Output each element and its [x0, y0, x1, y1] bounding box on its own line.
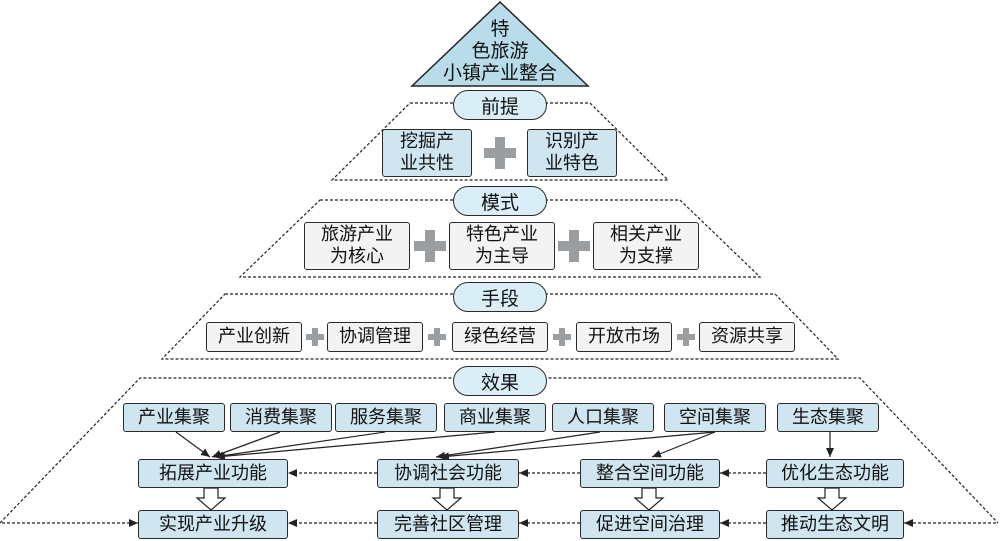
tier-means [160, 293, 840, 360]
mode-item-2-line-1: 特色产业 [466, 224, 538, 245]
agglomeration-arrows [175, 431, 834, 461]
means-label: 手段 [453, 282, 547, 312]
function-box: 优化生态功能 [766, 459, 904, 488]
mode-item-1-line-1: 旅游产业 [321, 224, 393, 245]
means-item-2: 协调管理 [327, 322, 423, 352]
agglomeration-box: 人口集聚 [552, 403, 654, 432]
agglomeration-box: 生态集聚 [777, 403, 879, 432]
agglomeration-box: 消费集聚 [230, 403, 332, 432]
apex-line-2: 色旅游 [471, 40, 529, 62]
premise-item-1-line-2: 业共性 [400, 153, 454, 174]
down-block-arrows [195, 487, 848, 511]
premise-item-2: 识别产 业特色 [527, 129, 617, 177]
means-item-5: 资源共享 [699, 322, 795, 352]
mode-item-2: 特色产业 为主导 [449, 222, 555, 270]
mode-item-3-line-1: 相关产业 [610, 224, 682, 245]
tier-mode [238, 199, 762, 278]
function-box: 协调社会功能 [377, 459, 519, 488]
apex-title: 特 色旅游 小镇产业整合 [412, 18, 588, 84]
mode-item-1-line-2: 为核心 [330, 246, 384, 267]
premise-item-1-line-1: 挖掘产 [400, 131, 454, 152]
premise-label: 前提 [453, 90, 547, 120]
plus-icon [558, 230, 590, 262]
plus-icon [553, 328, 571, 346]
plus-icon [414, 230, 446, 262]
agglomeration-box: 空间集聚 [664, 403, 766, 432]
apex-triangle [410, 0, 590, 87]
outcome-box: 促进空间治理 [580, 510, 720, 539]
premise-item-1: 挖掘产 业共性 [382, 129, 472, 177]
mode-label: 模式 [453, 186, 547, 216]
plus-icon [677, 328, 695, 346]
apex-line-3: 小镇产业整合 [442, 62, 557, 84]
effect-label: 效果 [453, 366, 547, 396]
means-item-3: 绿色经营 [452, 322, 548, 352]
function-box: 整合空间功能 [580, 459, 720, 488]
premise-item-2-line-1: 识别产 [545, 131, 599, 152]
apex-line-1: 特 [490, 18, 510, 40]
agglomeration-box: 产业集聚 [123, 403, 225, 432]
tier-effect-outline [0, 377, 999, 524]
outcome-box: 实现产业升级 [138, 510, 288, 539]
outcome-box: 完善社区管理 [377, 510, 519, 539]
agglomeration-box: 服务集聚 [335, 403, 437, 432]
mode-item-2-line-2: 为主导 [475, 246, 529, 267]
plus-icon [428, 328, 446, 346]
premise-item-2-line-2: 业特色 [545, 153, 599, 174]
outcome-box: 推动生态文明 [766, 510, 904, 539]
agglomeration-box: 商业集聚 [444, 403, 546, 432]
mode-item-3: 相关产业 为支撑 [593, 222, 699, 270]
plus-icon [484, 137, 516, 169]
function-box: 拓展产业功能 [138, 459, 288, 488]
means-item-4: 开放市场 [576, 322, 672, 352]
mode-item-3-line-2: 为支撑 [619, 246, 673, 267]
mode-item-1: 旅游产业 为核心 [304, 222, 410, 270]
means-item-1: 产业创新 [206, 322, 302, 352]
plus-icon [306, 328, 324, 346]
